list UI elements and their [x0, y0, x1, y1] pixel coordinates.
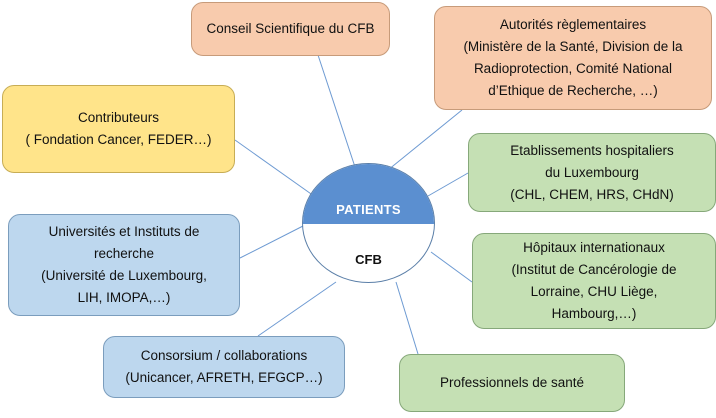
connector-autorites [387, 109, 463, 171]
connector-etablissements [427, 172, 469, 197]
node-line: Professionnels de santé [439, 375, 585, 390]
node-contributeurs: Contributeurs ( Fondation Cancer, FEDER…… [2, 85, 235, 173]
connector-hopitaux [430, 251, 473, 283]
node-line: d’Ethique de Recherche, …) [488, 83, 658, 98]
node-line: Lorraine, CHU Liège, [530, 284, 658, 299]
node-consortium-collaborations: Consorsium / collaborations (Unicancer, … [103, 336, 345, 398]
node-line: (Ministère de la Santé, Division de la [463, 39, 683, 54]
node-line: (Université de Luxembourg, [41, 268, 207, 283]
connector-contributeurs [234, 139, 315, 197]
node-universites-instituts: Universités et Instituts de recherche (U… [8, 214, 240, 316]
node-line: Etablissements hospitaliers [510, 142, 674, 158]
connector-conseil [317, 54, 357, 171]
node-line: (Institut de Cancérologie de [511, 262, 677, 277]
hub-cfb-label: CFB [355, 252, 382, 267]
hub-patients-band [303, 164, 434, 224]
hub-patients-label: PATIENTS [336, 202, 401, 217]
connector-professionnels [395, 281, 419, 355]
node-line: Contributeurs [77, 110, 160, 125]
connector-universites [239, 225, 304, 259]
node-professionnels-sante: Professionnels de santé [399, 354, 625, 412]
node-line: Autorités règlementaires [499, 17, 647, 32]
node-line: ( Fondation Cancer, FEDER…) [25, 132, 212, 147]
node-line: LIH, IMOPA,…) [77, 290, 171, 305]
node-line: (Unicancer, AFRETH, EFGCP…) [125, 370, 323, 385]
node-line: Radioprotection, Comité National [473, 61, 673, 76]
node-conseil-scientifique: Conseil Scientifique du CFB [191, 2, 390, 56]
node-etablissements-hospitaliers: Etablissements hospitaliers du Luxembour… [468, 133, 716, 212]
connector-consortium [257, 281, 337, 337]
node-line: Consorsium / collaborations [140, 348, 308, 363]
node-line: Conseil Scientifique du CFB [206, 21, 375, 36]
hub-cfb: PATIENTS CFB [302, 163, 435, 283]
node-line: recherche [93, 246, 155, 261]
node-line: Hôpitaux internationaux [523, 240, 665, 255]
node-line: du Luxembourg [545, 164, 639, 180]
node-autorites-reglementaires: Autorités règlementaires (Ministère de l… [434, 6, 712, 110]
node-hopitaux-internationaux: Hôpitaux internationaux (Institut de Can… [472, 233, 716, 329]
node-line: Universités et Instituts de [48, 224, 200, 239]
node-line: (CHL, CHEM, HRS, CHdN) [510, 186, 674, 202]
node-line: Hambourg,…) [551, 306, 637, 321]
